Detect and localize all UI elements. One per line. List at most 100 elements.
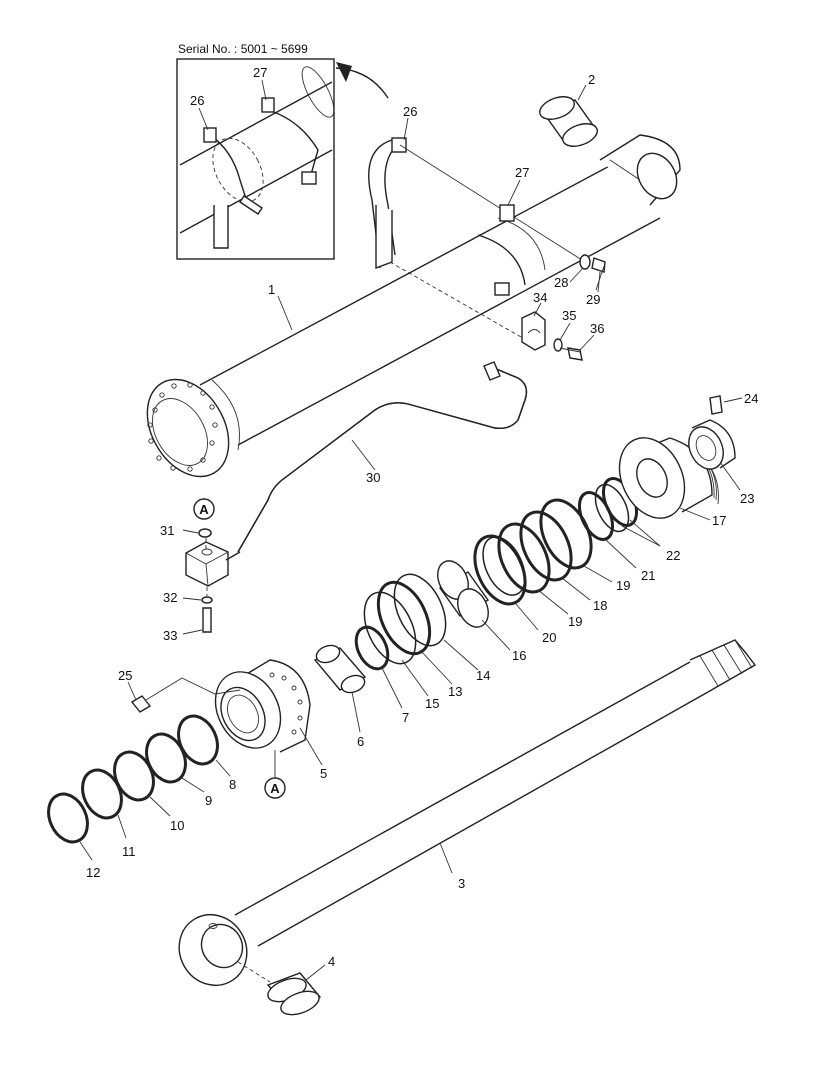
leader-22b	[629, 519, 661, 547]
callout-10: 10	[170, 818, 184, 833]
rod-top-edge	[234, 661, 691, 916]
callout-15: 15	[425, 696, 439, 711]
ring-12	[47, 792, 89, 844]
callout-31: 31	[160, 523, 174, 538]
inset-tube-bottom	[179, 149, 333, 234]
callout-17: 17	[712, 513, 726, 528]
callout-13: 13	[448, 684, 462, 699]
leader-15	[401, 659, 429, 697]
inset-band-hidden	[212, 137, 264, 203]
tube-flange-ridge	[211, 379, 240, 451]
callout-35: 35	[562, 308, 576, 323]
leader-27b	[507, 179, 521, 206]
leader-9	[181, 777, 205, 793]
callout-3: 3	[458, 876, 465, 891]
tab-bottom	[494, 282, 510, 296]
ring-10	[113, 750, 155, 802]
leader-3	[439, 842, 453, 874]
callout-25: 25	[118, 668, 132, 683]
washer-28	[579, 254, 591, 270]
callout-8: 8	[229, 777, 236, 792]
inset-bracket	[213, 205, 229, 249]
leader-11	[117, 814, 127, 839]
o-ring-31	[198, 528, 212, 538]
leader-19b	[583, 565, 613, 583]
callout-11: 11	[122, 844, 136, 859]
callout-23: 23	[740, 491, 754, 506]
tab-27	[499, 204, 515, 222]
callout-1: 1	[268, 282, 275, 297]
leader-29	[597, 271, 601, 293]
leader-18	[561, 577, 591, 601]
callout-19b: 19	[616, 578, 630, 593]
callout-33: 33	[163, 628, 177, 643]
leader-22a	[621, 525, 661, 547]
marker-a-top-label: A	[199, 502, 209, 517]
inset-tab-27	[261, 97, 275, 113]
inset-pointer-arrowhead	[336, 62, 352, 82]
set-screw-24	[709, 395, 723, 415]
leader-30	[351, 439, 376, 471]
inset-bracket-foot	[239, 195, 263, 215]
tube-band	[477, 234, 526, 286]
tube-bottom-edge	[237, 217, 661, 446]
rod-eye-bore	[200, 923, 244, 969]
leader-24	[723, 397, 743, 403]
leader-14	[443, 639, 479, 671]
leader-23	[719, 461, 741, 491]
rod-thread-end	[689, 639, 757, 693]
leader-1	[277, 295, 293, 331]
clamp-block-34	[521, 302, 546, 351]
callout-2: 2	[588, 72, 595, 87]
leader-26a	[198, 107, 209, 131]
callout-36: 36	[590, 321, 604, 336]
inset-band-27	[267, 109, 319, 179]
tube-flange	[146, 378, 230, 478]
clamp-hidden-axis	[389, 261, 536, 346]
callout-24: 24	[744, 391, 758, 406]
callout-6: 6	[357, 734, 364, 749]
leader-6	[351, 691, 361, 733]
ring-7	[354, 625, 390, 671]
leader-26b	[403, 117, 409, 141]
leader-10	[149, 796, 171, 817]
leader-32	[182, 597, 202, 601]
callout-7: 7	[402, 710, 409, 725]
callout-5: 5	[320, 766, 327, 781]
inset-tab-bottom	[301, 171, 317, 185]
tube-rear-eye-bore	[636, 152, 678, 200]
callout-34: 34	[533, 290, 547, 305]
inset-caption: Serial No. : 5001 ~ 5699	[178, 42, 308, 56]
tube-bore	[152, 398, 208, 466]
leader-25	[127, 681, 137, 701]
leader-34	[533, 302, 542, 317]
leader-5	[299, 727, 323, 766]
bushing-4	[237, 961, 326, 1016]
ring-11	[81, 768, 123, 820]
inset-frame	[176, 58, 335, 260]
callout-19a: 19	[568, 614, 582, 629]
clamp-bolt-axis	[399, 144, 583, 261]
nut-23	[688, 419, 741, 491]
callout-28: 28	[554, 275, 568, 290]
cylinder-tube	[146, 134, 681, 478]
inset-tab-26	[203, 127, 217, 143]
callout-22: 22	[666, 548, 680, 563]
callout-27b: 27	[515, 165, 529, 180]
bushing-6	[313, 644, 367, 733]
ring-18	[519, 510, 573, 582]
leader-20	[515, 603, 539, 631]
bolt-36	[567, 347, 583, 361]
callout-29: 29	[586, 292, 600, 307]
leader-21	[605, 539, 637, 569]
marker-a-bottom-label: A	[270, 781, 280, 796]
callout-27a: 27	[253, 65, 267, 80]
tube-band-edge	[497, 217, 546, 271]
bushing-2	[539, 84, 598, 147]
bolt-25	[130, 695, 152, 713]
bushing-16	[437, 560, 511, 651]
piston-rod	[178, 639, 757, 986]
leader-28	[569, 267, 584, 283]
marker-a-top	[193, 498, 215, 520]
